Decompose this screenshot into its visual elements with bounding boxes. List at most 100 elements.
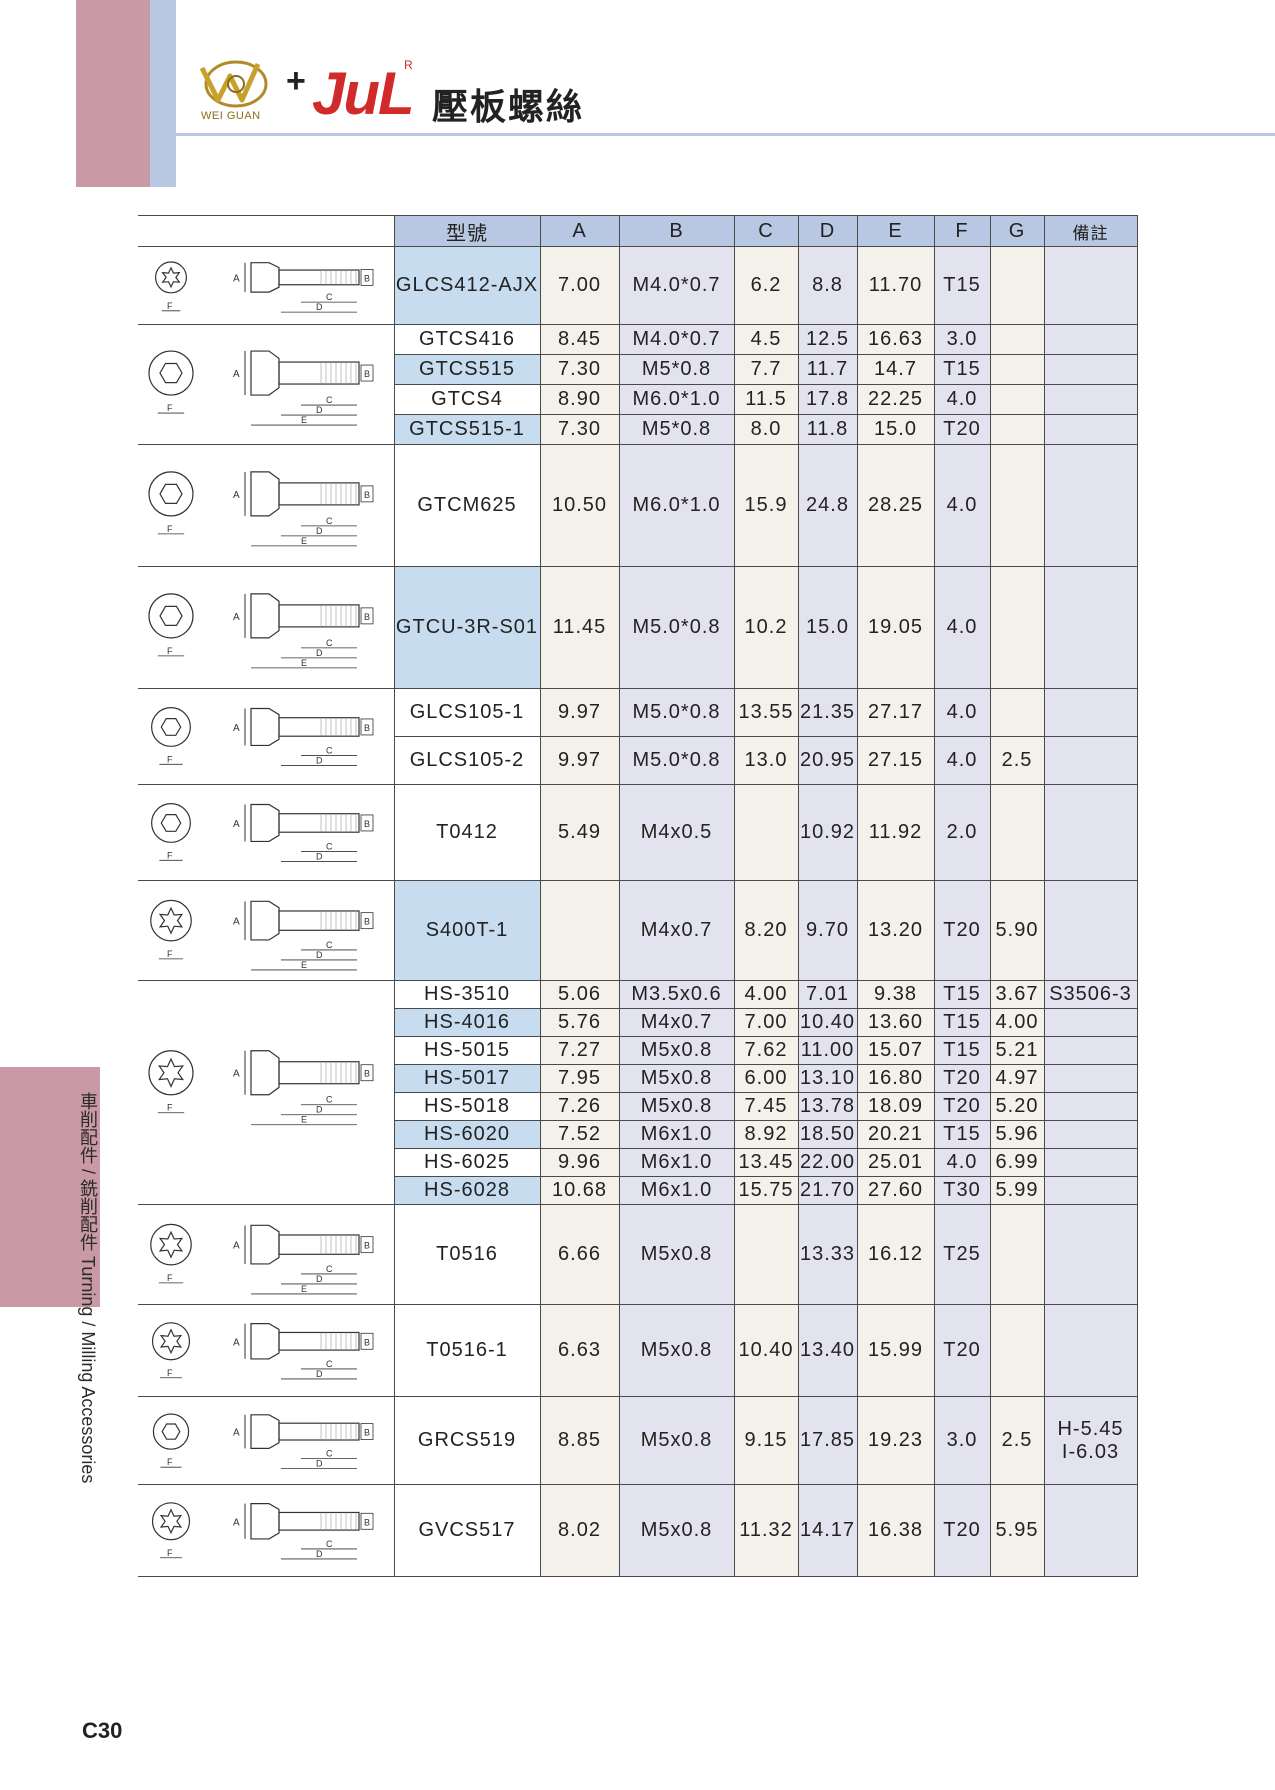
page-number: C30 [82,1718,123,1743]
value-cell-c: 10.40 [733,1304,799,1397]
svg-text:D: D [316,1273,324,1283]
value-cell-b: M5.0*0.8 [618,736,735,785]
value-cell-f: T20 [933,1092,991,1121]
value-cell-g [989,384,1045,415]
value-cell-d: 7.01 [797,980,858,1009]
model-cell: GTCU-3R-S01 [393,566,541,689]
value-cell-f: 4.0 [933,1148,991,1177]
value-cell-e: 27.15 [856,736,935,785]
svg-text:C: C [326,515,334,525]
value-cell-a: 5.06 [539,980,620,1009]
value-cell-f: 4.0 [933,444,991,567]
value-cell-d: 17.85 [797,1396,858,1485]
svg-text:A: A [233,489,241,500]
svg-text:D: D [316,525,324,535]
value-cell-b: M5x0.8 [618,1092,735,1121]
value-cell-a: 8.45 [539,324,620,355]
value-cell-e: 15.07 [856,1036,935,1065]
value-cell-c: 4.00 [733,980,799,1009]
value-cell-a: 7.30 [539,414,620,445]
svg-text:C: C [326,637,334,647]
svg-text:D: D [316,1368,324,1378]
value-cell-b: M6.0*1.0 [618,384,735,415]
note-cell [1043,784,1138,881]
value-cell-a: 9.97 [539,688,620,737]
value-cell-d: 9.70 [797,880,858,981]
svg-text:D: D [316,405,324,415]
brand-name: JuL [312,60,415,127]
model-cell: GLCS105-2 [393,736,541,785]
value-cell-g [989,324,1045,355]
value-cell-a: 11.45 [539,566,620,689]
header-rule [176,133,1275,136]
value-cell-a: 10.50 [539,444,620,567]
value-cell-b: M6x1.0 [618,1148,735,1177]
svg-text:E: E [301,1114,308,1124]
note-cell [1043,384,1138,415]
value-cell-d: 11.8 [797,414,858,445]
svg-text:C: C [326,841,334,851]
value-cell-f: 3.0 [933,1396,991,1485]
value-cell-b: M4x0.5 [618,784,735,881]
model-cell: HS-6028 [393,1176,541,1205]
svg-text:B: B [364,722,371,732]
model-cell: T0412 [393,784,541,881]
value-cell-c: 9.15 [733,1396,799,1485]
value-cell-d: 13.40 [797,1304,858,1397]
value-cell-f: T20 [933,880,991,981]
value-cell-c: 13.45 [733,1148,799,1177]
svg-text:D: D [316,755,324,765]
svg-text:D: D [316,949,324,959]
value-cell-e: 15.0 [856,414,935,445]
svg-text:B: B [364,1068,371,1078]
value-cell-e: 16.63 [856,324,935,355]
value-cell-c: 7.62 [733,1036,799,1065]
section-side-tab [0,1067,100,1307]
note-line: H-5.45 [1057,1417,1124,1440]
svg-text:A: A [233,1337,241,1348]
value-cell-b: M5x0.8 [618,1396,735,1485]
header-d: D [797,215,858,247]
value-cell-d: 10.92 [797,784,858,881]
value-cell-e: 28.25 [856,444,935,567]
value-cell-c: 6.2 [733,246,799,325]
value-cell-e: 14.7 [856,354,935,385]
value-cell-g: 2.5 [989,1396,1045,1485]
value-cell-e: 16.12 [856,1204,935,1305]
value-cell-g [989,1204,1045,1305]
note-cell [1043,324,1138,355]
value-cell-f: 4.0 [933,384,991,415]
value-cell-a: 10.68 [539,1176,620,1205]
note-cell [1043,1120,1138,1149]
header-f: F [933,215,991,247]
value-cell-g: 5.20 [989,1092,1045,1121]
value-cell-f: T20 [933,414,991,445]
value-cell-g: 5.21 [989,1036,1045,1065]
value-cell-c: 8.0 [733,414,799,445]
svg-text:F: F [167,1547,174,1557]
value-cell-g [989,414,1045,445]
model-cell: S400T-1 [393,880,541,981]
header-a: A [539,215,620,247]
note-cell [1043,1008,1138,1037]
value-cell-a: 9.97 [539,736,620,785]
svg-text:D: D [316,1548,324,1558]
value-cell-g [989,246,1045,325]
